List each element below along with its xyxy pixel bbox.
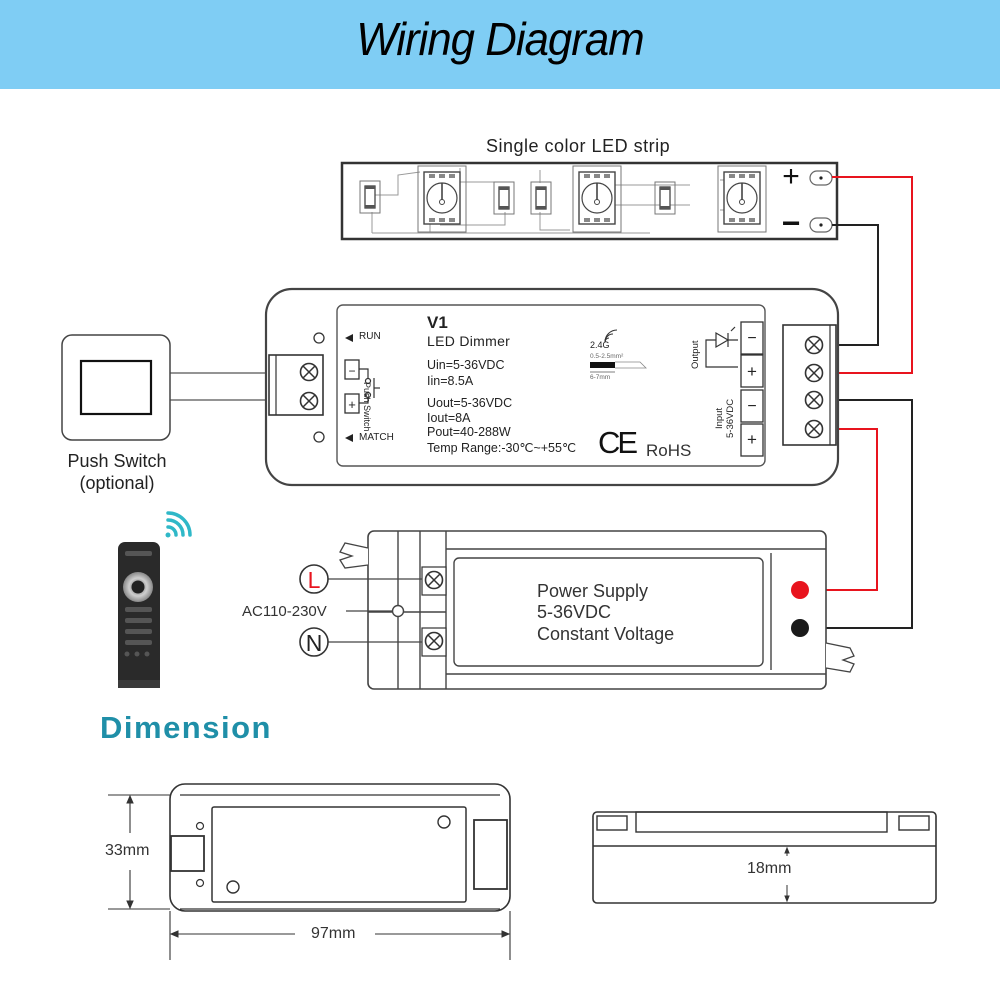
- wifi-signal-icon: [165, 511, 192, 538]
- push-switch-label-line1: Push Switch: [67, 451, 167, 471]
- input-minus-label: −: [747, 398, 756, 415]
- dimension-title: Dimension: [100, 710, 272, 745]
- output-label: Output: [690, 340, 701, 369]
- ce-mark: CE: [598, 425, 638, 460]
- push-switch: [61, 334, 171, 441]
- spec-iout: Iout=8A: [427, 411, 471, 425]
- dc-positive-terminal: [791, 581, 809, 599]
- strip-minus-label: −: [782, 205, 801, 241]
- dimension-side-view: [592, 811, 937, 904]
- output-minus-label: −: [747, 330, 756, 347]
- remote-control: [118, 511, 192, 688]
- run-led: [313, 332, 325, 344]
- page-title: Wiring Diagram: [356, 13, 644, 65]
- push-switch-vertical-label: Push Switch: [362, 382, 372, 432]
- spec-iin: Iin=8.5A: [427, 374, 474, 388]
- match-label: MATCH: [359, 432, 394, 443]
- dc-negative-terminal: [791, 619, 809, 637]
- power-supply-line2: 5-36VDC: [537, 602, 612, 622]
- push-switch-label-line2: (optional): [79, 473, 155, 493]
- dimension-thickness: 18mm: [747, 860, 792, 877]
- ac-voltage-label: AC110-230V: [242, 603, 327, 620]
- wire-strip-negative: [822, 224, 879, 346]
- led-dimmer: − + − + − +: [264, 287, 840, 487]
- push-switch-label: Push Switch (optional): [58, 450, 176, 494]
- led-strip-label: Single color LED strip: [486, 136, 671, 156]
- power-supply: L N: [299, 530, 855, 690]
- input-label-line2: 5-36VDC: [725, 398, 736, 438]
- wire-input-positive: [808, 428, 878, 591]
- wire-strip-positive: [822, 176, 913, 374]
- header-banner: Wiring Diagram: [0, 0, 1000, 89]
- strip-plus-label: +: [782, 160, 800, 193]
- live-label: L: [308, 567, 321, 593]
- spec-uout: Uout=5-36VDC: [427, 396, 513, 410]
- wireless-label: 2.4G: [590, 340, 610, 350]
- input-plus-label: +: [747, 430, 757, 449]
- dimension-height: 33mm: [105, 842, 150, 860]
- output-plus-label: +: [747, 362, 757, 381]
- spec-uin: Uin=5-36VDC: [427, 358, 505, 372]
- live-terminal-badge: [299, 564, 329, 594]
- svg-text:+: +: [348, 397, 356, 412]
- led-strip: + −: [340, 160, 839, 241]
- input-label: Input 5-36VDC: [714, 399, 736, 438]
- power-supply-line1: Power Supply: [537, 581, 649, 601]
- neutral-label: N: [306, 630, 323, 656]
- neutral-terminal-badge: [299, 627, 329, 657]
- spec-temp-range: Temp Range:-30℃~+55℃: [427, 441, 576, 455]
- wire-input-negative: [808, 399, 913, 629]
- input-label-line1: Input: [714, 407, 725, 430]
- strip-length-label: 6-7mm: [590, 374, 611, 381]
- wire-gauge-label: 0.5-2.5mm²: [590, 353, 624, 360]
- rohs-label: RoHS: [646, 441, 692, 460]
- run-label: RUN: [359, 331, 381, 342]
- dimmer-model: V1: [427, 313, 448, 332]
- dimmer-name: LED Dimmer: [427, 333, 511, 349]
- power-supply-line3: Constant Voltage: [537, 624, 675, 644]
- dimension-length: 97mm: [311, 925, 356, 942]
- match-led: [313, 431, 325, 443]
- svg-text:−: −: [348, 364, 355, 378]
- dimension-top-view: [108, 783, 511, 960]
- spec-pout: Pout=40-288W: [427, 425, 511, 439]
